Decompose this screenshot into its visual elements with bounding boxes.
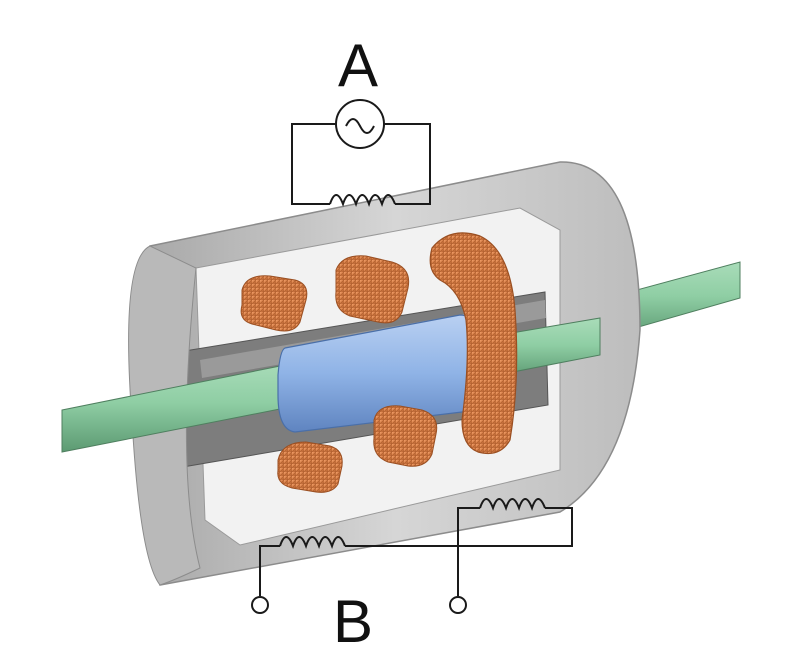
secondary-circuit (259, 498, 573, 596)
coil-upper-center (335, 255, 410, 324)
ac-source-icon (335, 99, 385, 149)
coil-upper-left (240, 275, 308, 332)
coil-primary (429, 232, 518, 455)
label-secondary: B (333, 588, 374, 655)
coil-lower-center (373, 405, 438, 467)
terminal-icon (251, 596, 467, 614)
coil-lower-left (277, 441, 343, 493)
primary-circuit (291, 123, 431, 207)
label-primary: A (338, 32, 379, 99)
